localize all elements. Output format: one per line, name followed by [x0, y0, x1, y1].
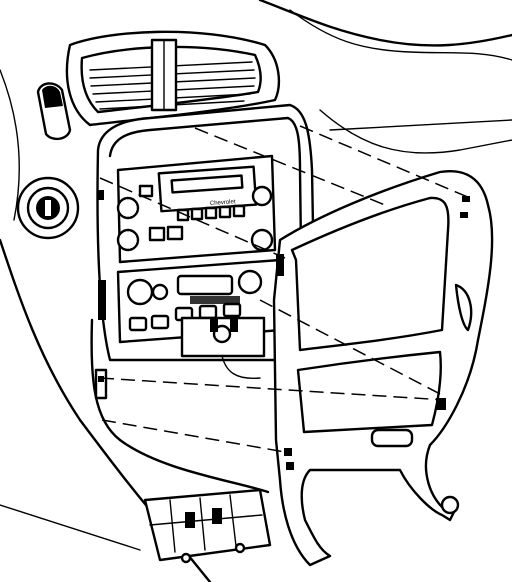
lower-console: [90, 318, 272, 564]
instrument-panel-bezel: [272, 169, 494, 567]
tune-knob: [116, 228, 140, 252]
dash-edge-line: [329, 119, 512, 131]
radio-brand-label: Chevrolet: [210, 199, 236, 207]
selector-knob: [250, 228, 274, 252]
volume-knob: [116, 196, 140, 220]
key-fob-icon: [36, 82, 72, 141]
floor-line: [0, 504, 141, 551]
fan-knob: [126, 278, 154, 306]
alignment-guides: [99, 125, 471, 453]
dash-mid-contour: [319, 109, 512, 154]
dash-top-edge: [258, 0, 512, 47]
connector-block: [180, 316, 266, 379]
radio-opening: [290, 196, 450, 352]
hvac-opening: [296, 350, 442, 434]
air-vent-icon: [65, 30, 281, 127]
ignition-lock-icon: [16, 176, 80, 240]
dash-upper-contour: [289, 9, 512, 61]
bezel-lower-switch: [370, 428, 414, 448]
left-side-clips: [94, 190, 108, 400]
temp-knob: [237, 269, 263, 295]
radio-unit: Chevrolet: [116, 154, 277, 264]
steering-column-outline: [0, 69, 20, 221]
